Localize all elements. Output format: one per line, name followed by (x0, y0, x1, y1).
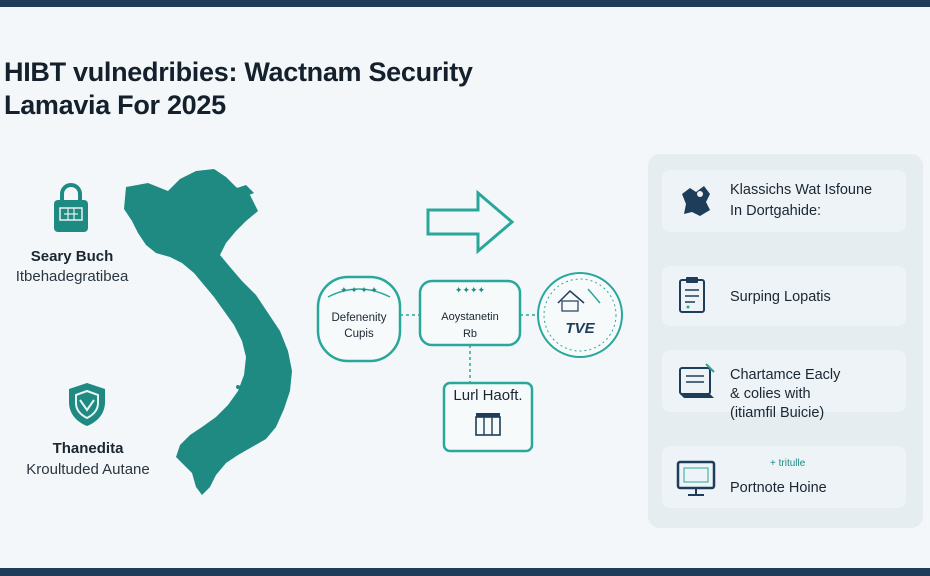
page-title: HIBT vulnedribies: Wactnam Security Lama… (4, 56, 473, 122)
node-tve (537, 272, 623, 358)
document-icon (679, 363, 715, 398)
clipboard-icon (679, 277, 705, 313)
card-reports: Surping Lopatis (662, 266, 906, 326)
feature-desc: Itbehadegratibea (15, 268, 129, 285)
feature-security-search: Seary Buch Itbehadegratibea (0, 248, 152, 285)
svg-text:✦ ✦ ✦ ✦: ✦ ✦ ✦ ✦ (340, 285, 378, 295)
node-defense-label: Defenenity Cupis (331, 312, 387, 340)
card-tag: + tritulle (770, 458, 806, 469)
node-lurl-label: Lurl Haoft. (453, 387, 523, 404)
card-text: Klassichs Wat Isfoune In Dortgahide: (730, 182, 873, 219)
card-monitoring: + tritulle Portnote Hoine (662, 446, 906, 508)
title-line-2: Lamavia For 2025 (4, 90, 226, 120)
node-tve-label: TVE (565, 320, 595, 337)
card-compliance: Chartamce Eacly & colies with (itiamfil … (662, 350, 906, 421)
security-flow-diagram: ✦ ✦ ✦ ✦ ✦✦✦✦ (316, 189, 623, 453)
map-pin-icon (682, 186, 710, 216)
node-analysis-label: Aoystanetin Rb (441, 311, 499, 340)
top-border (0, 0, 930, 7)
bottom-border (0, 568, 930, 576)
vietnam-map (124, 169, 292, 495)
feature-name: Thanedita (52, 440, 124, 457)
card-text: Chartamce Eacly & colies with (itiamfil … (730, 367, 841, 421)
card-text: Surping Lopatis (730, 289, 831, 305)
padlock-icon (54, 183, 88, 232)
node-lurl (442, 381, 534, 453)
node-analysis: ✦✦✦✦ (418, 279, 522, 347)
right-arrow-icon (426, 189, 515, 255)
feature-name: Seary Buch (30, 248, 114, 265)
svg-text:✦✦✦✦: ✦✦✦✦ (455, 285, 486, 295)
monitor-icon (676, 460, 716, 496)
title-line-1: HIBT vulnedribies: Wactnam Security (4, 57, 473, 87)
card-text: Portnote Hoine (730, 480, 827, 496)
node-defense: ✦ ✦ ✦ ✦ (316, 275, 402, 363)
feature-threat-autonomy: Thanedita Kroultuded Autane (8, 440, 168, 478)
shield-icon (69, 383, 105, 426)
card-findings: Klassichs Wat Isfoune In Dortgahide: (662, 170, 906, 232)
house-icon (557, 289, 585, 304)
feature-desc: Kroultuded Autane (26, 461, 150, 478)
